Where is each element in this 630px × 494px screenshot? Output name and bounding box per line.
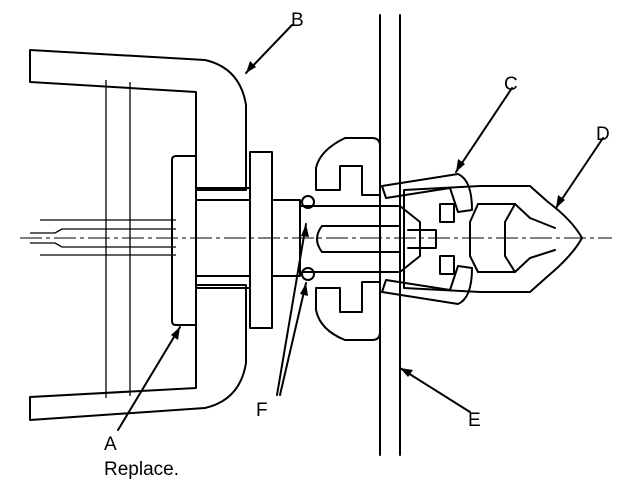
panel (379, 14, 401, 456)
label-a: A (104, 434, 117, 455)
label-a-note: Replace. (104, 459, 179, 480)
label-e: E (468, 410, 481, 431)
pin-stem (299, 205, 437, 273)
clip-body (315, 137, 473, 341)
leader-lines (117, 24, 604, 431)
housing-section (29, 49, 247, 421)
label-c: C (504, 74, 518, 95)
grommet (171, 151, 301, 329)
detent-balls (301, 195, 315, 281)
label-d: D (596, 124, 610, 145)
label-b: B (291, 10, 304, 31)
clip-head (403, 185, 583, 293)
label-f: F (256, 400, 268, 421)
